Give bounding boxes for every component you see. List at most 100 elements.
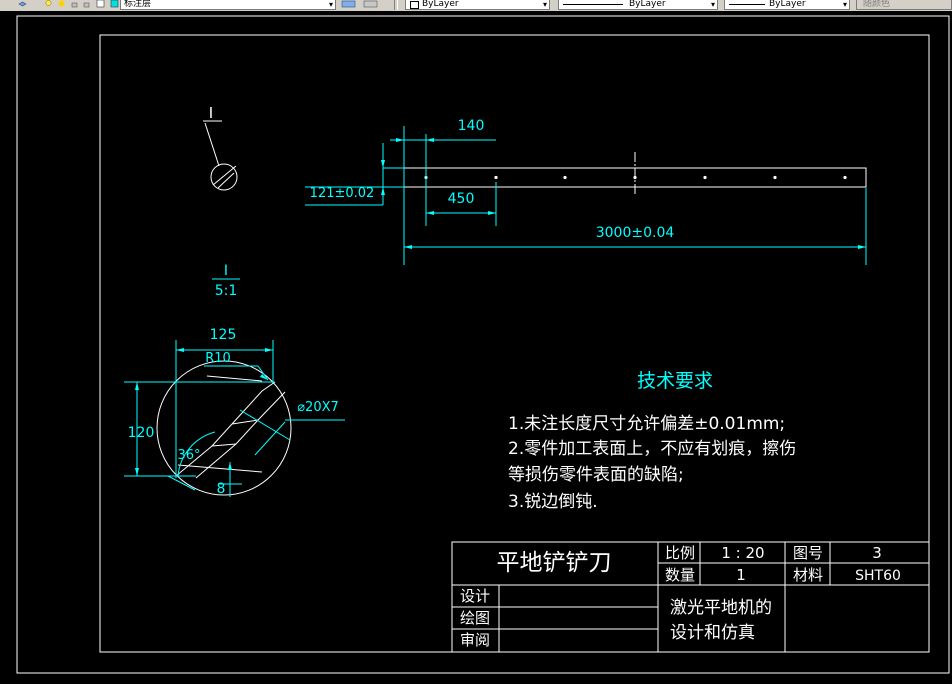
title-block-grid [451,541,930,653]
linetype-dropdown-value: ByLayer [629,0,666,9]
detail-dimensions [124,340,345,497]
lock-icon[interactable] [70,0,79,8]
qty-label: 数量 [665,566,695,584]
dim-text-hole: ⌀20X7 [297,400,339,415]
color-swatch-icon[interactable] [110,0,119,8]
chevron-down-icon: ▾ [542,0,547,9]
qty-value: 1 [736,566,746,584]
blade-bottom-edge [177,464,263,473]
lineweight-preview [729,4,765,5]
arrow-head [396,138,404,142]
toolbar-separator [394,0,398,10]
layer-manager-button[interactable] [0,0,16,10]
arrow-head [488,211,496,215]
hole-leader [239,409,291,441]
detail-dimension-texts: 125 R10 ⌀20X7 120 36° 8 [128,327,339,497]
color-dropdown-value: ByLayer [422,0,459,9]
color-dropdown[interactable]: ByLayer ▾ [405,0,550,10]
detail-view-title: I [224,263,228,279]
detail-circle [210,163,238,191]
lineweight-dropdown[interactable]: ByLayer ▾ [724,0,850,10]
arrow-head [426,138,434,142]
drawing-sheet: I 140 [16,15,950,674]
blade-section-edge [195,391,286,479]
detail-section-circle [156,360,292,496]
lightbulb-icon[interactable] [44,0,53,8]
plotstyle-dropdown-value: 随颜色 [863,0,891,9]
dim-text-121: 121±0.02 [310,186,375,201]
drawn-label: 绘图 [460,609,490,627]
chevron-down-icon: ▾ [842,0,847,9]
tech-line: 2.零件加工表面上，不应有划痕，擦伤 [508,439,796,459]
detail-hole-line [217,172,235,189]
arrow-head [426,211,434,215]
sheet-outer-border [16,15,950,674]
mounting-hole [773,175,777,180]
arrow-head [176,348,184,352]
tech-line: 1.未注长度尺寸允许偏差±0.01mm; [508,414,785,434]
title-block-border [451,541,930,653]
blade-dimension-texts: 140 121±0.02 450 3000±0.04 [310,118,675,241]
scale-label: 比例 [665,544,695,562]
mounting-hole [494,175,498,180]
radius-leader [257,365,269,381]
drawing-no-value: 3 [872,544,882,562]
arrow-head [260,374,268,380]
arrow-head [404,245,412,249]
drawing-canvas[interactable]: I 140 [0,11,952,680]
color-swatch-icon[interactable] [96,0,105,8]
dim-text-120: 120 [128,425,155,441]
dimension-arrows [381,138,866,249]
technical-requirements: 技术要求 1.未注长度尺寸允许偏差±0.01mm; 2.零件加工表面上，不应有划… [508,370,796,512]
title-block: 平地铲铲刀 比例 1 : 20 图号 3 数量 1 材料 SHT60 设计 绘图… [451,541,930,653]
detail-leader-line [204,122,220,167]
linetype-preview [563,4,623,5]
dim-text-r10: R10 [205,351,231,366]
arrow-head [135,382,139,390]
sun-icon[interactable] [57,0,66,8]
dim-text-3000: 3000±0.04 [596,225,675,241]
dim-text-angle: 36° [177,448,200,463]
arrow-head [381,160,385,168]
dim-text-140: 140 [458,118,485,134]
layer-dropdown[interactable]: 标注层 ▾ [120,0,336,10]
layers-icon[interactable] [18,0,27,8]
project-name-line: 激光平地机的 [670,598,772,618]
material-value: SHT60 [855,568,901,584]
blade-plan-view [403,152,867,195]
angle-leader [167,475,196,491]
detail-view-scale: 5:1 [215,283,238,299]
lock-icon[interactable] [82,0,91,8]
material-label: 材料 [793,566,823,584]
mounting-hole [703,175,707,180]
tech-line: 3.锐边倒钝. [508,492,598,512]
dim-text-8: 8 [217,481,226,497]
bolt-hole-line [211,443,237,447]
angle-arc [177,431,216,477]
layer-states-icon[interactable] [363,0,379,8]
tech-line: 等损伤零件表面的缺陷; [508,465,684,485]
tech-title: 技术要求 [637,370,713,392]
plotstyle-dropdown[interactable]: 随颜色 [856,0,952,10]
blade-top-edge [206,375,263,382]
mounting-hole [563,175,567,180]
project-name-line: 设计和仿真 [670,623,755,643]
detail-view: I 5:1 [124,263,345,497]
scale-value: 1 : 20 [721,544,764,562]
arrow-head [858,245,866,249]
linetype-dropdown[interactable]: ByLayer ▾ [558,0,718,10]
blade-dimensions [305,126,867,265]
properties-toolbar: 标注层 ▾ ByLayer ▾ ByLayer ▾ ByLayer ▾ 随颜色 [0,0,952,12]
mounting-hole [843,175,847,180]
design-label: 设计 [460,587,490,605]
layer-dropdown-value: 标注层 [124,0,152,9]
chevron-down-icon: ▾ [328,0,333,9]
bolt-hole-line [231,419,259,425]
detail-hole-line [212,165,237,186]
layer-previous-icon[interactable] [341,0,357,8]
arrow-head [228,462,232,470]
arrow-head [265,348,273,352]
title-block-texts: 平地铲铲刀 比例 1 : 20 图号 3 数量 1 材料 SHT60 设计 绘图… [460,544,901,649]
drawing-no-label: 图号 [793,544,823,562]
color-swatch-icon [410,1,419,9]
